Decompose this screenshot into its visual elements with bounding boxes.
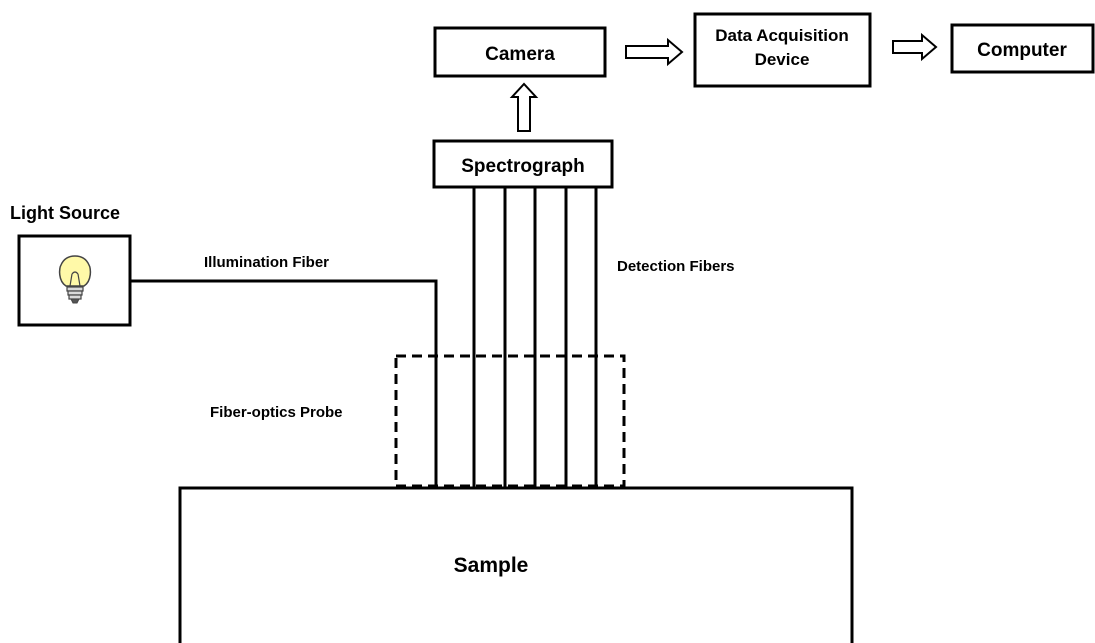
camera-label: Camera (485, 44, 555, 65)
detection-fibers (472, 187, 598, 487)
sample-box: Sample (178, 486, 854, 643)
illumination-fiber (130, 279, 438, 487)
light-source-box (17, 234, 132, 327)
fiber-optics-probe-label: Fiber-optics Probe (210, 404, 343, 421)
detection-fibers-label: Detection Fibers (617, 258, 735, 275)
spectrograph-label: Spectrograph (461, 156, 585, 177)
computer-label: Computer (977, 40, 1067, 61)
data-acquisition-device-box: Data Acquisition Device (693, 12, 872, 88)
camera-box: Camera (433, 26, 607, 78)
sample-label: Sample (454, 554, 529, 577)
fiber-optics-probe-outline (394, 354, 626, 488)
data-acquisition-label-line1: Data Acquisition (715, 26, 849, 45)
spectrograph-box: Spectrograph (432, 139, 614, 189)
arrow-camera-to-daq-icon (625, 37, 684, 67)
arrow-spectrograph-to-camera-icon (509, 82, 539, 132)
light-bulb-icon (58, 255, 92, 304)
computer-box: Computer (950, 23, 1095, 74)
data-acquisition-label-line2: Device (755, 50, 810, 69)
arrow-daq-to-computer-icon (892, 32, 938, 62)
light-source-label: Light Source (10, 203, 120, 223)
illumination-fiber-label: Illumination Fiber (204, 254, 329, 271)
